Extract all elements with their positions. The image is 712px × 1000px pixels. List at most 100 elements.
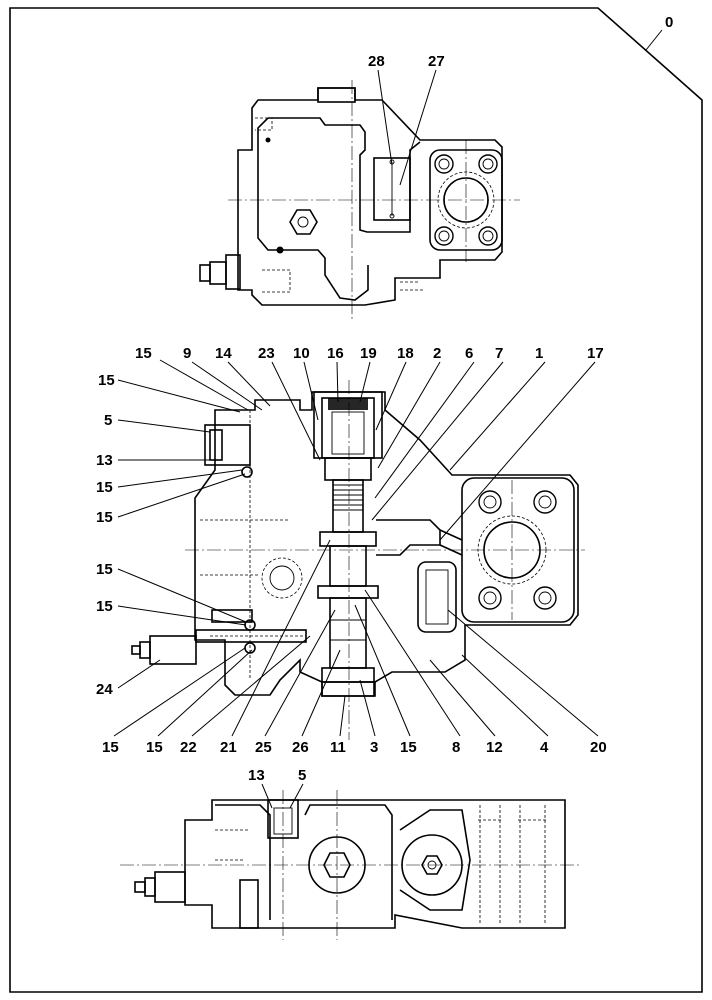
outline: [533, 586, 557, 610]
leader-line: [261, 783, 273, 809]
leader-line: [374, 361, 475, 499]
part-callout: 27: [428, 53, 445, 70]
leader-line: [449, 361, 546, 471]
sheet-number: 0: [665, 14, 673, 31]
outline: [439, 529, 463, 556]
leader-line: [359, 361, 371, 403]
leader-line: [336, 361, 339, 403]
leader-line: [159, 359, 249, 411]
outline: [297, 216, 309, 228]
part-callout: 3: [370, 739, 378, 756]
leader-line: [429, 659, 496, 737]
part-callout: 1: [535, 345, 543, 362]
leader-line: [117, 605, 247, 626]
outline: [438, 158, 450, 170]
outline: [255, 117, 273, 131]
part-callout: 13: [96, 452, 113, 469]
outline: [215, 829, 250, 861]
leader-line: [191, 635, 311, 737]
outline: [139, 641, 151, 659]
outline: [434, 226, 454, 246]
part-callout: 15: [98, 372, 115, 389]
part-callout: 11: [330, 739, 346, 756]
leader-line: [227, 361, 271, 407]
part-callout: 15: [96, 479, 113, 496]
outline: [330, 619, 366, 641]
outline: [329, 545, 367, 587]
outline: [304, 804, 393, 920]
part-callout: 15: [135, 345, 152, 362]
outline: [204, 424, 251, 466]
leader-line: [117, 473, 246, 518]
part-callout: 6: [465, 345, 473, 362]
outline: [329, 597, 367, 669]
part-callout: 26: [292, 739, 309, 756]
leader-line: [303, 361, 319, 421]
outline: [399, 809, 471, 911]
outline: [389, 213, 395, 219]
outline: [200, 519, 290, 576]
outline: [215, 804, 271, 920]
outline: [257, 117, 369, 301]
leader-line: [117, 568, 247, 623]
outline: [154, 871, 186, 903]
corner-leader: [645, 29, 663, 51]
leader-line: [191, 361, 263, 411]
part-callout: 15: [96, 509, 113, 526]
outline: [331, 411, 365, 455]
outline: [149, 635, 197, 665]
outline: [328, 398, 368, 410]
leader-line: [117, 419, 211, 433]
outline: [533, 490, 557, 514]
leader-line: [461, 654, 549, 737]
part-callout: 23: [258, 345, 275, 362]
bottom-view: 13 5: [120, 767, 580, 940]
outline: [184, 799, 566, 929]
leader-line: [371, 361, 504, 521]
outline: [478, 490, 502, 514]
outline: [482, 158, 494, 170]
part-callout: 13: [248, 767, 265, 784]
leader-line: [301, 649, 341, 737]
part-callout: 17: [587, 345, 604, 362]
sheet-border: [9, 7, 703, 993]
outline: [321, 667, 375, 683]
leader-line: [289, 783, 304, 809]
top-view: 28 27: [199, 53, 520, 320]
leader-line: [117, 659, 161, 689]
part-callout: 19: [360, 345, 377, 362]
section-view: 15 9 14 23 10 16 19 18 2 6 7 1 17 15 5 1…: [96, 345, 607, 756]
outline: [332, 479, 364, 533]
leader-line: [399, 69, 437, 186]
outline: [478, 586, 502, 610]
part-callout: 22: [180, 739, 197, 756]
part-callout: 28: [368, 53, 385, 70]
part-callout: 15: [96, 598, 113, 615]
outline: [434, 154, 454, 174]
outline: [478, 154, 498, 174]
part-callout: 16: [327, 345, 344, 362]
outline: [262, 269, 291, 293]
part-callout: 5: [298, 767, 306, 784]
outline: [478, 226, 498, 246]
outline: [134, 881, 146, 893]
outline: [269, 565, 295, 591]
outline: [289, 209, 318, 235]
leader-line: [439, 361, 596, 541]
outline: [538, 495, 552, 509]
part-callout: 15: [146, 739, 163, 756]
outline: [400, 281, 425, 291]
leader-line: [264, 609, 336, 737]
outline: [373, 157, 411, 221]
part-callout: 15: [96, 561, 113, 578]
leader-line: [364, 589, 461, 737]
outline: [209, 429, 223, 461]
outline: [483, 495, 497, 509]
leader-line: [377, 361, 441, 469]
leader-line: [117, 379, 241, 413]
part-callout: 18: [397, 345, 414, 362]
part-callout: 2: [433, 345, 441, 362]
leader-line: [113, 647, 246, 737]
outline: [199, 264, 211, 282]
